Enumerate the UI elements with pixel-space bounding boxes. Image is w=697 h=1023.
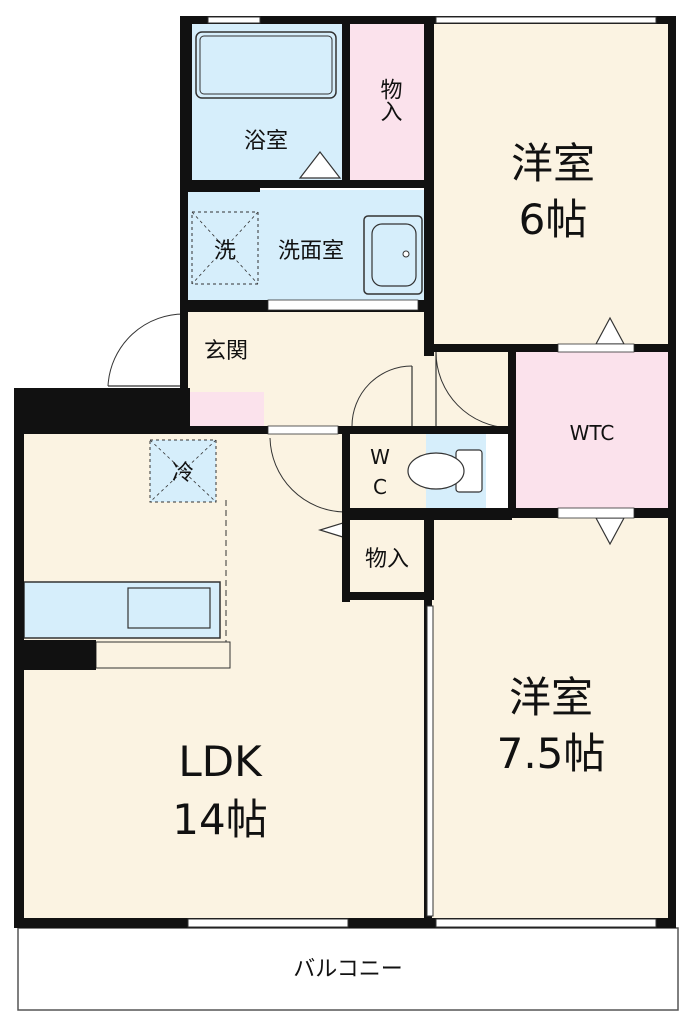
washer-label: 洗 [214, 239, 236, 264]
hall-floor [264, 310, 510, 430]
ldk-door-swing [269, 437, 345, 513]
ldk-size: 14帖 [172, 795, 267, 844]
kitchen-sink [127, 587, 211, 629]
bathtub [195, 31, 337, 99]
kitchen-counter-back [95, 641, 231, 669]
storage-top-floor [350, 22, 426, 182]
wc-label-bottom: C [373, 475, 387, 499]
hall-opening [267, 425, 339, 435]
washer-cross-2 [191, 211, 259, 285]
balcony-label: バルコニー [293, 957, 403, 982]
western-room-2-size: 7.5帖 [497, 729, 606, 778]
wc-label-top: W [370, 445, 390, 469]
washbasin [363, 215, 423, 295]
washbasin-drain [402, 250, 410, 258]
western-room-1-floor [432, 22, 670, 345]
western-room-2-name: 洋室 [509, 673, 593, 722]
ldk-name: LDK [178, 737, 263, 786]
washbasin-bowl [371, 223, 417, 287]
western-room-1-size: 6帖 [519, 195, 588, 244]
ldk-floor [24, 432, 426, 920]
storage-top-label-1: 物入 [377, 78, 403, 122]
wtc-floor [514, 352, 670, 512]
windows [187, 16, 657, 928]
refrigerator-label: 冷 [172, 461, 194, 486]
washroom-opening [267, 299, 419, 311]
entrance-door-swing [107, 313, 187, 387]
toilet-bowl [407, 452, 465, 490]
bath-marker [298, 151, 342, 179]
entrance-step [188, 392, 264, 426]
wtc-label: WTC [570, 421, 615, 445]
refrigerator-box [149, 439, 217, 503]
entrance-label: 玄関 [204, 339, 248, 364]
balcony-floor [17, 927, 679, 1011]
western-room-2-floor [432, 518, 670, 920]
western-room-1-name: 洋室 [511, 139, 595, 188]
bathroom-label: 浴室 [244, 129, 288, 154]
storage-mid-label: 物入 [365, 547, 409, 572]
wtc-opening-bottom [557, 507, 635, 519]
washroom-label: 洗面室 [278, 239, 344, 264]
wc-door-swing [351, 365, 413, 427]
wtc-opening-top [557, 343, 635, 353]
bathtub-inner [199, 35, 333, 95]
